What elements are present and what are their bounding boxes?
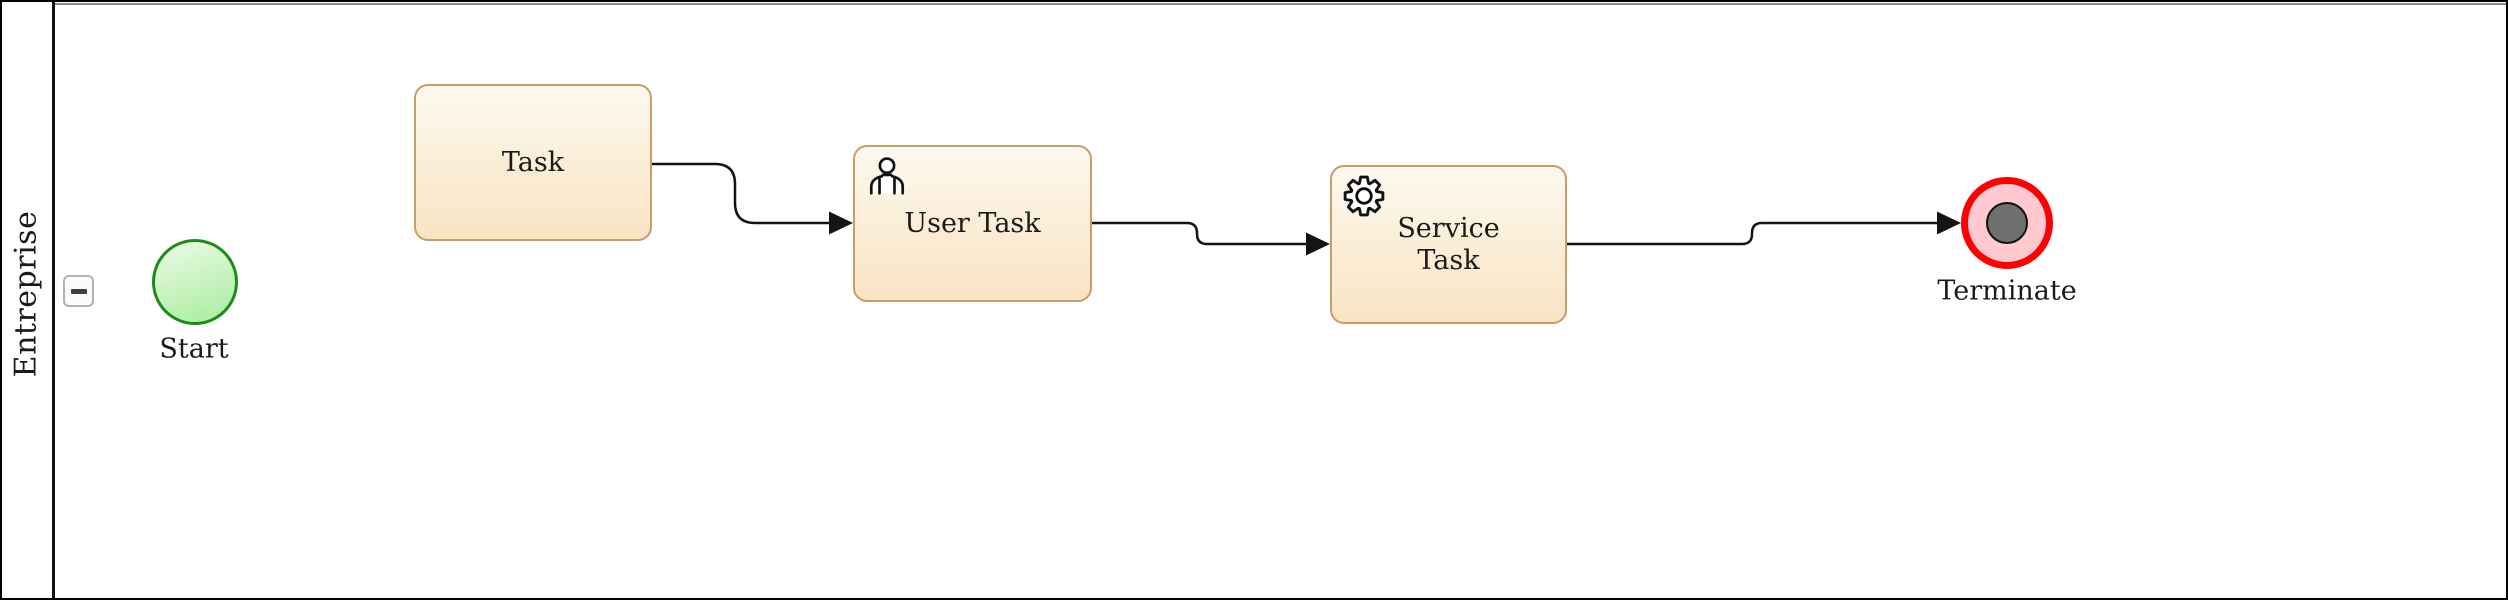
minus-icon (70, 288, 87, 294)
service-task-label: Service Task (1397, 213, 1500, 276)
terminate-core-icon (1986, 202, 2028, 244)
task-node[interactable]: Task (414, 84, 652, 241)
pool-label: Entreprise (8, 210, 44, 378)
flow-usertask-to-servicetask[interactable] (1092, 221, 1308, 246)
terminate-event-label: Terminate (1937, 275, 2077, 307)
pool-divider-line (52, 2, 55, 598)
arrowhead-usertask (829, 211, 853, 235)
lane-top-border (55, 3, 2506, 5)
terminate-end-event[interactable] (1961, 177, 2053, 269)
user-task-label: User Task (904, 207, 1041, 239)
user-icon (869, 157, 905, 195)
pool-label-strip[interactable]: Entreprise (2, 2, 52, 598)
arrowhead-terminate (1937, 211, 1961, 235)
start-event-label: Start (159, 333, 229, 365)
user-task-node[interactable]: User Task (853, 145, 1092, 302)
task-label: Task (501, 146, 565, 178)
arrowhead-servicetask (1306, 232, 1330, 256)
flow-task-to-usertask[interactable] (652, 162, 831, 225)
start-event[interactable] (152, 239, 238, 325)
gear-icon (1343, 175, 1385, 217)
service-task-node[interactable]: Service Task (1330, 165, 1567, 324)
pool-collapse-button[interactable] (63, 275, 94, 307)
flow-servicetask-to-terminate[interactable] (1567, 221, 1939, 246)
